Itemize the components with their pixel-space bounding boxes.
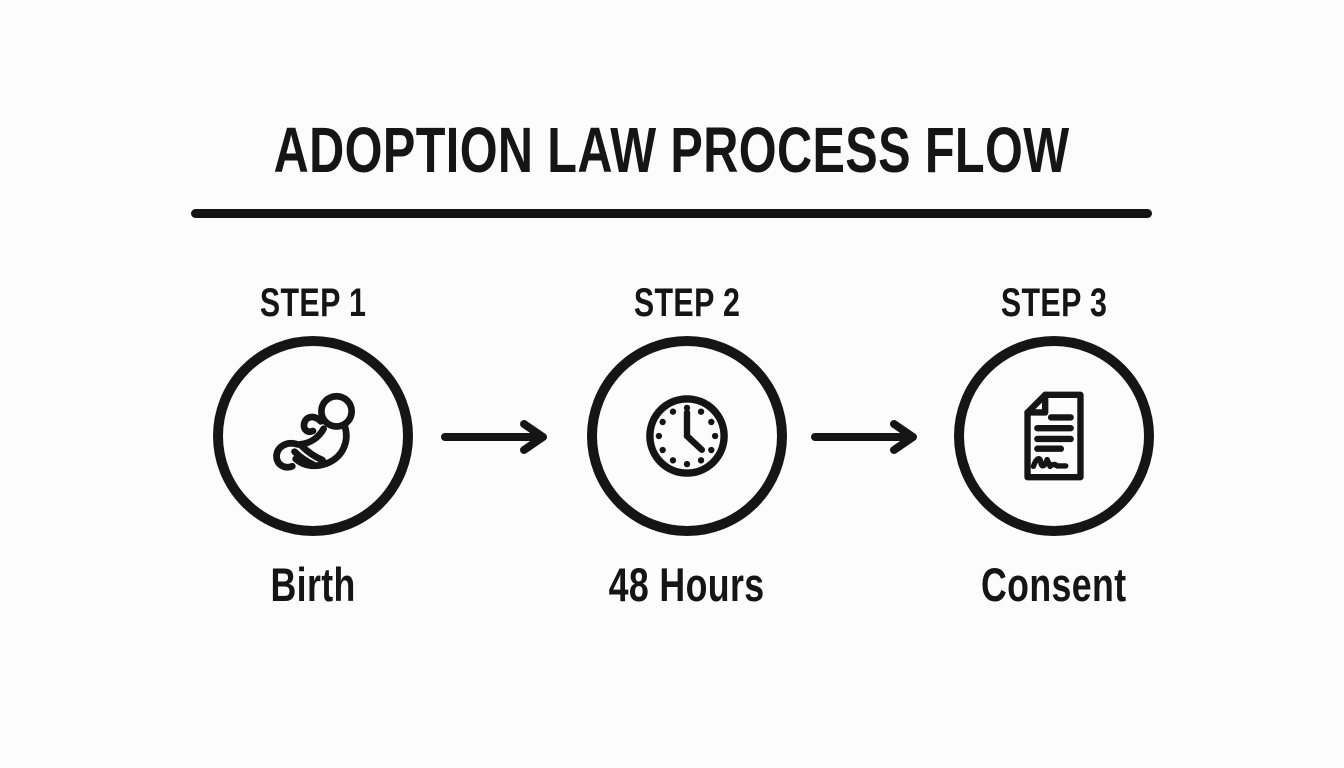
title-underline (191, 209, 1152, 218)
step-2-circle (587, 336, 787, 536)
step-3-caption: Consent (981, 558, 1127, 611)
page-title: ADOPTION LAW PROCESS FLOW (274, 114, 1070, 186)
step-1-caption: Birth (270, 558, 356, 611)
step-2-caption: 48 Hours (609, 558, 765, 611)
step-3-circle (954, 336, 1154, 536)
step-2-label: STEP 2 (633, 281, 741, 325)
baby-icon (273, 392, 355, 471)
clock-icon (646, 395, 728, 477)
step-3: STEP 3 Consent (894, 283, 1214, 608)
step-1: STEP 1 Birth (153, 283, 473, 608)
step-1-label: STEP 1 (259, 281, 367, 325)
step-1-circle (213, 336, 413, 536)
arrow-right-icon (811, 420, 917, 454)
signed-document-icon (1024, 391, 1084, 481)
step-2: STEP 2 48 Hours (527, 283, 847, 608)
arrow-right-icon (441, 420, 547, 454)
step-3-label: STEP 3 (1000, 281, 1108, 325)
